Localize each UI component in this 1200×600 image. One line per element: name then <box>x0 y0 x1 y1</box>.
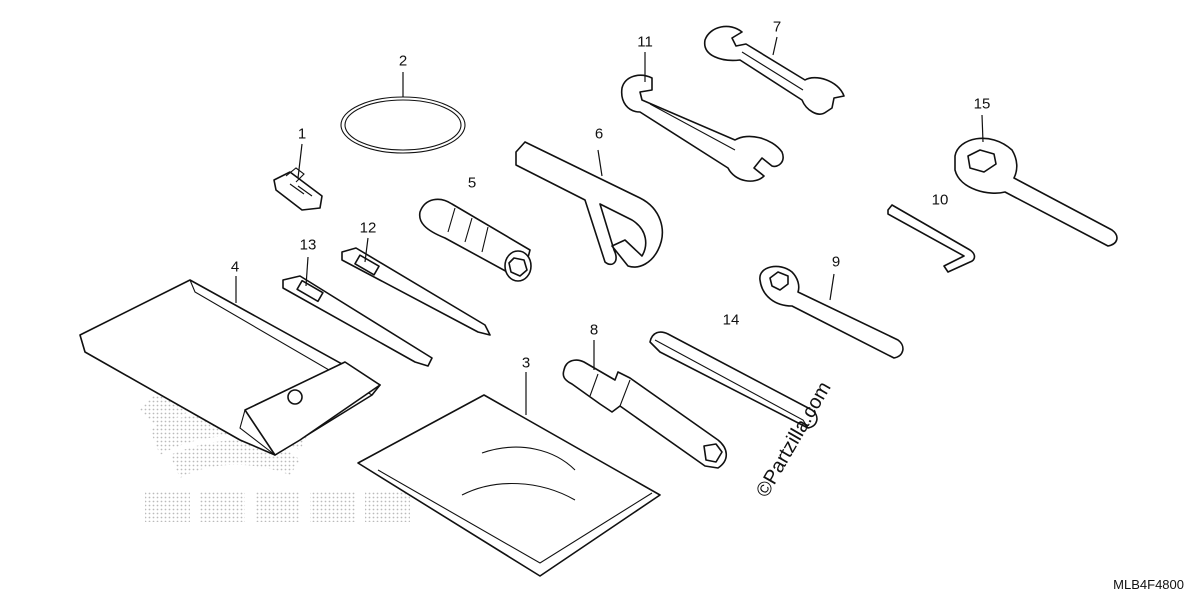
callout-5: 5 <box>467 174 477 192</box>
band-part-2 <box>340 96 466 154</box>
callout-3: 3 <box>521 354 531 372</box>
callout-9: 9 <box>831 253 841 271</box>
leader-lines <box>235 36 984 415</box>
ring-wrench-part-15 <box>954 137 1118 247</box>
clip-part-1 <box>273 167 323 211</box>
callout-15: 15 <box>973 95 991 113</box>
wrench-part-7 <box>704 25 845 115</box>
screwdriver-flat-part-13 <box>282 275 433 367</box>
screwdriver-grip-part-5 <box>418 198 532 282</box>
callout-7: 7 <box>772 18 782 36</box>
callout-12: 12 <box>359 219 377 237</box>
callout-1: 1 <box>297 125 307 143</box>
callout-4: 4 <box>230 258 240 276</box>
callout-6: 6 <box>594 125 604 143</box>
callout-8: 8 <box>589 321 599 339</box>
tool-bag-part-4 <box>79 279 381 456</box>
screwdriver-phillips-part-12 <box>341 247 491 336</box>
hook-spanner-part-6 <box>515 141 664 268</box>
callout-2: 2 <box>398 52 408 70</box>
ring-spanner-part-9 <box>759 265 904 359</box>
wrench-part-11 <box>620 74 784 182</box>
plug-wrench-part-8 <box>562 359 728 469</box>
callout-10: 10 <box>931 191 949 209</box>
manual-part-3 <box>357 394 661 577</box>
hex-key-part-10 <box>887 204 976 273</box>
flat-bar-part-14 <box>649 331 818 429</box>
callout-14: 14 <box>722 311 740 329</box>
diagram-code: MLB4F4800 <box>1113 577 1184 592</box>
callout-13: 13 <box>299 236 317 254</box>
callout-11: 11 <box>637 33 653 51</box>
